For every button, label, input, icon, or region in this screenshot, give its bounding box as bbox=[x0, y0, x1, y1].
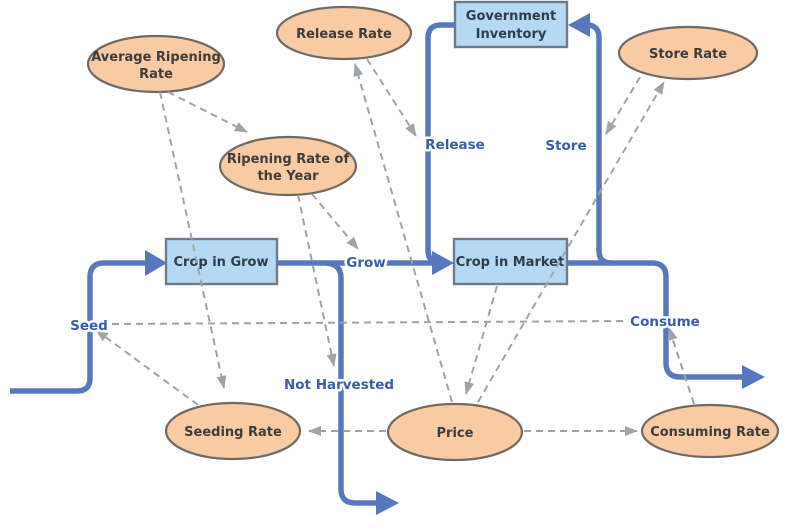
not-harvested-flow-label: Not Harvested bbox=[284, 377, 394, 393]
government-inventory-label-line1: Government bbox=[466, 9, 556, 24]
government-inventory-stock[interactable] bbox=[453, 0, 569, 49]
link-consuming-rate-to-consume-valve bbox=[668, 327, 695, 405]
link-store-rate-to-store-valve bbox=[605, 76, 641, 135]
release-flow-pipe bbox=[425, 22, 455, 266]
crop-in-market-label: Crop in Market bbox=[456, 255, 564, 270]
consume-flow-pipe bbox=[567, 260, 744, 380]
average-ripening-rate-label-line1: Average Ripening bbox=[91, 50, 221, 65]
link-ripening-year-to-grow-valve bbox=[311, 193, 359, 250]
crop-in-market-stock[interactable] bbox=[452, 237, 569, 286]
store-rate-label: Store Rate bbox=[649, 47, 727, 62]
average-ripening-rate-node[interactable] bbox=[86, 34, 226, 94]
auxiliary-nodes bbox=[86, 5, 780, 462]
link-crop-in-market-to-price bbox=[464, 285, 498, 395]
seed-flow-arrowhead bbox=[145, 250, 167, 276]
crop-in-grow-label: Crop in Grow bbox=[174, 255, 269, 270]
stocks bbox=[164, 0, 569, 286]
consume-flow-label: Consume bbox=[630, 314, 700, 330]
grow-flow-label: Grow bbox=[346, 255, 386, 271]
seed-flow-label: Seed bbox=[70, 318, 108, 334]
consuming-rate-label: Consuming Rate bbox=[650, 425, 770, 440]
node-labels: Government Inventory Crop in Grow Crop i… bbox=[91, 9, 770, 441]
link-avg-ripening-to-ripening-year bbox=[167, 91, 248, 133]
ripening-rate-of-the-year-label-line1: Ripening Rate of bbox=[227, 152, 350, 167]
seeding-rate-label: Seeding Rate bbox=[184, 425, 282, 440]
store-flow-pipe bbox=[586, 22, 613, 266]
link-seeding-rate-to-seed-valve bbox=[95, 329, 199, 406]
price-node[interactable] bbox=[386, 402, 524, 462]
release-rate-node[interactable] bbox=[275, 5, 413, 61]
store-flow-arrowhead bbox=[568, 13, 590, 37]
ripening-rate-of-the-year-node[interactable] bbox=[218, 135, 358, 197]
store-rate-node[interactable] bbox=[617, 25, 759, 81]
price-label: Price bbox=[437, 426, 474, 441]
ripening-rate-of-the-year-label-line2: the Year bbox=[257, 169, 319, 184]
link-price-to-release-rate bbox=[353, 63, 453, 403]
not-harvested-flow-arrowhead bbox=[376, 491, 399, 515]
link-horizontal-seed-consume bbox=[111, 320, 631, 325]
link-price-to-store-rate bbox=[477, 81, 665, 403]
not-harvested-flow-pipe bbox=[325, 260, 378, 506]
government-inventory-label-line2: Inventory bbox=[476, 27, 547, 42]
link-release-rate-to-release-valve bbox=[366, 58, 417, 137]
seeding-rate-node[interactable] bbox=[164, 401, 302, 461]
release-flow-label: Release bbox=[425, 137, 485, 153]
store-flow-label: Store bbox=[545, 138, 586, 154]
link-ripening-year-to-not-harvested-valve bbox=[297, 194, 337, 367]
seed-flow-pipe bbox=[10, 260, 146, 394]
consume-flow-arrowhead bbox=[742, 365, 765, 389]
consuming-rate-node[interactable] bbox=[640, 403, 780, 459]
average-ripening-rate-label-line2: Rate bbox=[139, 67, 173, 82]
flow-pipes bbox=[10, 13, 765, 515]
influence-links bbox=[95, 58, 695, 436]
release-rate-label: Release Rate bbox=[296, 27, 392, 42]
link-avg-ripening-to-seeding-rate bbox=[159, 91, 227, 389]
crop-in-grow-stock[interactable] bbox=[164, 237, 279, 286]
flow-labels: Release Store Grow Seed Consume Not Harv… bbox=[68, 135, 703, 396]
